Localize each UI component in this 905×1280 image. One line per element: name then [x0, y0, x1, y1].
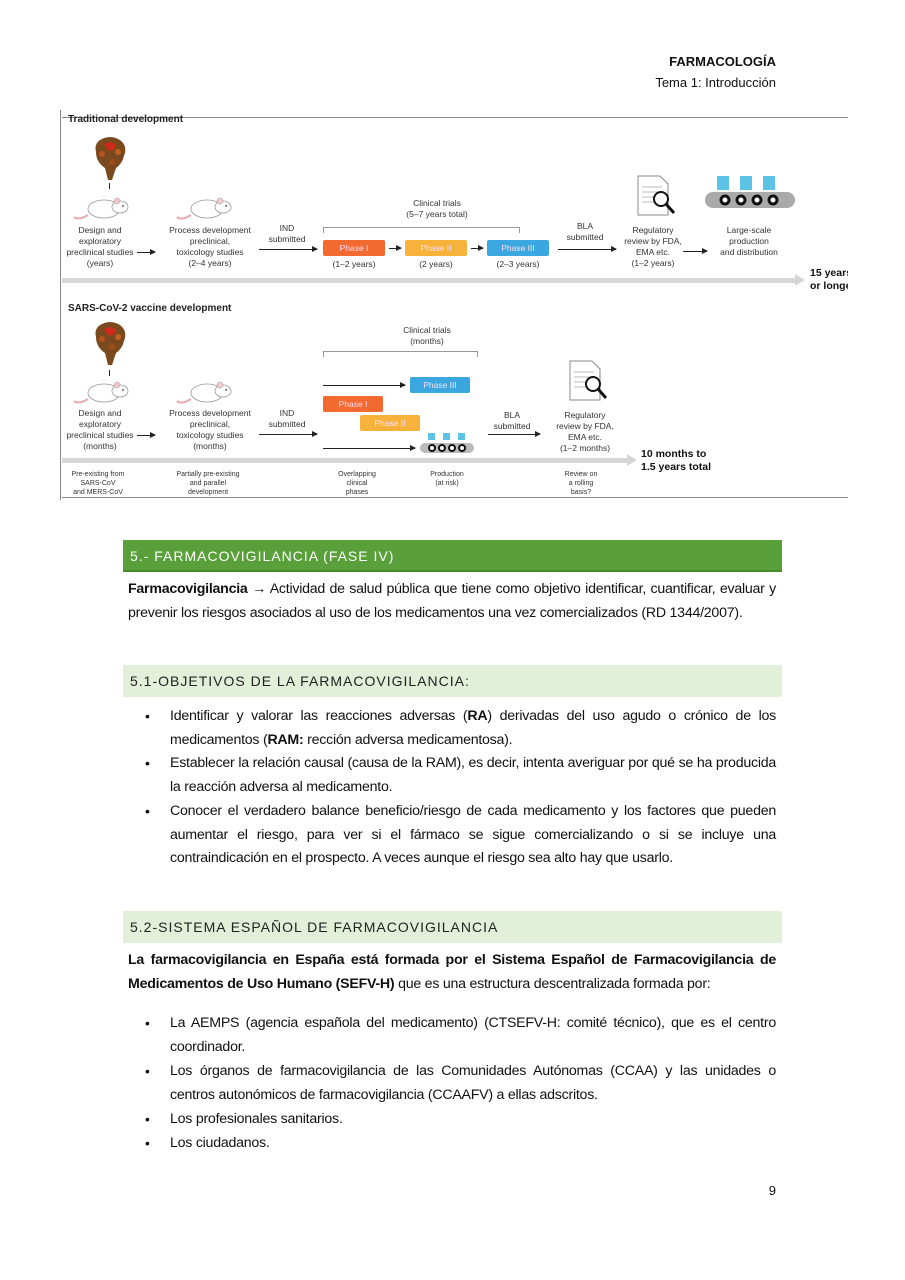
bracket — [323, 227, 520, 233]
phase3-box: Phase III — [410, 377, 470, 393]
arrow — [137, 249, 156, 255]
timeline-bar — [62, 274, 805, 286]
protein-icon — [92, 136, 128, 181]
list-item: •Los ciudadanos. — [145, 1135, 270, 1151]
traditional-title: Traditional development — [68, 114, 184, 125]
list-item: •Establecer la relación causal (causa de… — [145, 755, 776, 795]
phase2-box: Phase II — [405, 240, 467, 256]
arrow — [558, 246, 617, 252]
protein-icon — [92, 321, 128, 366]
header-subject: FARMACOLOGÍA — [669, 54, 776, 69]
mouse-icon — [72, 377, 132, 405]
arrow — [323, 445, 416, 451]
list-item: •Los profesionales sanitarios. — [145, 1111, 343, 1127]
arrow — [137, 432, 156, 438]
down-arrow — [109, 183, 110, 189]
note: Production(at risk) — [430, 471, 464, 487]
timeline-bar — [62, 454, 637, 466]
phase1-duration: (1–2 years) — [332, 259, 376, 269]
phase2-box: Phase II — [360, 415, 420, 431]
header-topic: Tema 1: Introducción — [655, 75, 776, 90]
arrow — [471, 245, 484, 251]
phase3-duration: (2–3 years) — [496, 259, 540, 269]
phase1-box: Phase I — [323, 396, 383, 412]
list-item: •Los órganos de farmacovigilancia de las… — [145, 1063, 776, 1103]
phase1-box: Phase I — [323, 240, 385, 256]
production-line-icon — [705, 176, 795, 208]
clinical-trials-label: Clinical trials(5–7 years total) — [406, 198, 468, 219]
arrow — [259, 246, 318, 252]
mouse-icon — [175, 377, 235, 405]
down-arrow — [109, 370, 110, 376]
clinical-trials-label: Clinical trials(months) — [403, 325, 451, 346]
phase3-box: Phase III — [487, 240, 549, 256]
phase2-duration: (2 years) — [419, 259, 453, 269]
arrow — [259, 431, 318, 437]
list-item: •La AEMPS (agencia española del medicame… — [145, 1015, 776, 1055]
mouse-icon — [72, 193, 132, 221]
section-5-2-heading: 5.2-SISTEMA ESPAÑOL DE FARMACOVIGILANCIA — [123, 911, 782, 943]
sars-title: SARS-CoV-2 vaccine development — [68, 303, 232, 314]
document-review-icon — [568, 360, 608, 402]
bracket — [323, 351, 478, 357]
arrow — [323, 382, 406, 388]
list-item: •Conocer el verdadero balance beneficio/… — [145, 803, 776, 866]
document-review-icon — [636, 175, 676, 217]
section-5-1-heading: 5.1-OBJETIVOS DE LA FARMACOVIGILANCIA: — [123, 665, 782, 697]
arrow — [488, 431, 541, 437]
section-5-heading: 5.- FARMACOVIGILANCIA (FASE IV) — [123, 540, 782, 572]
production-line-icon — [420, 433, 474, 453]
list-item: •Identificar y valorar las reacciones ad… — [145, 708, 776, 748]
mouse-icon — [175, 193, 235, 221]
arrow — [389, 245, 402, 251]
page-number: 9 — [768, 1183, 776, 1198]
section-5-2-intro: La farmacovigilancia en España está form… — [128, 952, 776, 992]
section-5-definition: Farmacovigilancia → Actividad de salud p… — [128, 581, 776, 621]
arrow — [683, 248, 708, 254]
